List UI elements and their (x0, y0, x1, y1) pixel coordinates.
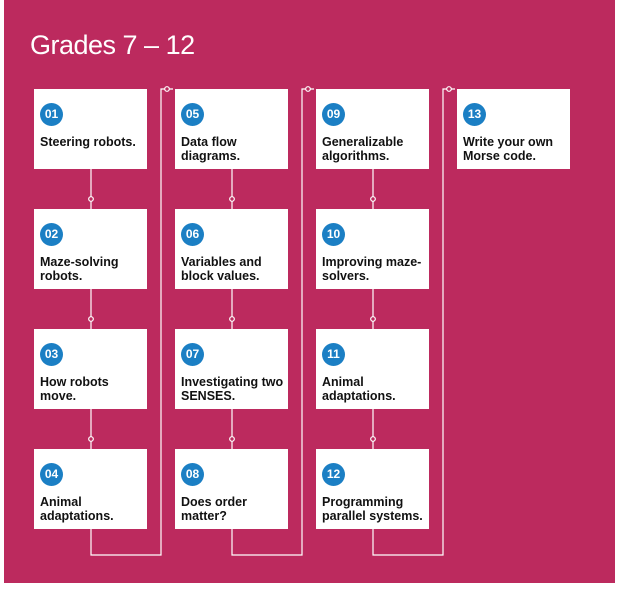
lesson-card-08: 08 Does order matter? (175, 449, 288, 529)
lesson-title: How robots move. (40, 375, 109, 403)
lesson-number-badge: 04 (40, 463, 63, 486)
lesson-number-badge: 07 (181, 343, 204, 366)
lesson-card-12: 12 Programming parallel systems. (316, 449, 429, 529)
lesson-card-03: 03 How robots move. (34, 329, 147, 409)
lesson-number-badge: 02 (40, 223, 63, 246)
lesson-title: Steering robots. (40, 135, 136, 149)
lesson-number-badge: 06 (181, 223, 204, 246)
lesson-number-badge: 12 (322, 463, 345, 486)
lesson-number-badge: 13 (463, 103, 486, 126)
connector-dot (88, 316, 94, 322)
lesson-card-06: 06 Variables and block values. (175, 209, 288, 289)
connector-dot (229, 196, 235, 202)
lesson-title: Animal adaptations. (322, 375, 396, 403)
lesson-title: Does order matter? (181, 495, 247, 523)
lesson-card-02: 02 Maze-solving robots. (34, 209, 147, 289)
lesson-card-10: 10 Improving maze-solvers. (316, 209, 429, 289)
lesson-number-badge: 09 (322, 103, 345, 126)
lesson-number-badge: 03 (40, 343, 63, 366)
lesson-card-07: 07 Investigating two SENSES. (175, 329, 288, 409)
lesson-number-badge: 10 (322, 223, 345, 246)
lesson-title: Investigating two SENSES. (181, 375, 284, 403)
lesson-number-badge: 01 (40, 103, 63, 126)
lesson-number-badge: 08 (181, 463, 204, 486)
lesson-title: Generalizable algorithms. (322, 135, 404, 163)
lesson-title: Improving maze-solvers. (322, 255, 422, 283)
lesson-card-13: 13 Write your own Morse code. (457, 89, 570, 169)
connector-dot (88, 436, 94, 442)
connector-dot (88, 196, 94, 202)
lesson-card-09: 09 Generalizable algorithms. (316, 89, 429, 169)
lesson-title: Programming parallel systems. (322, 495, 423, 523)
connector-dot (164, 86, 170, 92)
lesson-card-01: 01 Steering robots. (34, 89, 147, 169)
lesson-card-05: 05 Data flow diagrams. (175, 89, 288, 169)
connector-dot (229, 436, 235, 442)
lesson-title: Variables and block values. (181, 255, 262, 283)
lesson-title: Animal adaptations. (40, 495, 114, 523)
lesson-number-badge: 05 (181, 103, 204, 126)
lesson-number-badge: 11 (322, 343, 345, 366)
lesson-title: Write your own Morse code. (463, 135, 554, 163)
lesson-title: Maze-solving robots. (40, 255, 119, 283)
lesson-card-04: 04 Animal adaptations. (34, 449, 147, 529)
connector-dot (370, 316, 376, 322)
connector-dot (446, 86, 452, 92)
connector-dot (370, 196, 376, 202)
lesson-card-11: 11 Animal adaptations. (316, 329, 429, 409)
connector-dot (229, 316, 235, 322)
connector-dot (305, 86, 311, 92)
page-title: Grades 7 – 12 (30, 30, 195, 60)
connector-dot (370, 436, 376, 442)
lesson-title: Data flow diagrams. (181, 135, 241, 163)
